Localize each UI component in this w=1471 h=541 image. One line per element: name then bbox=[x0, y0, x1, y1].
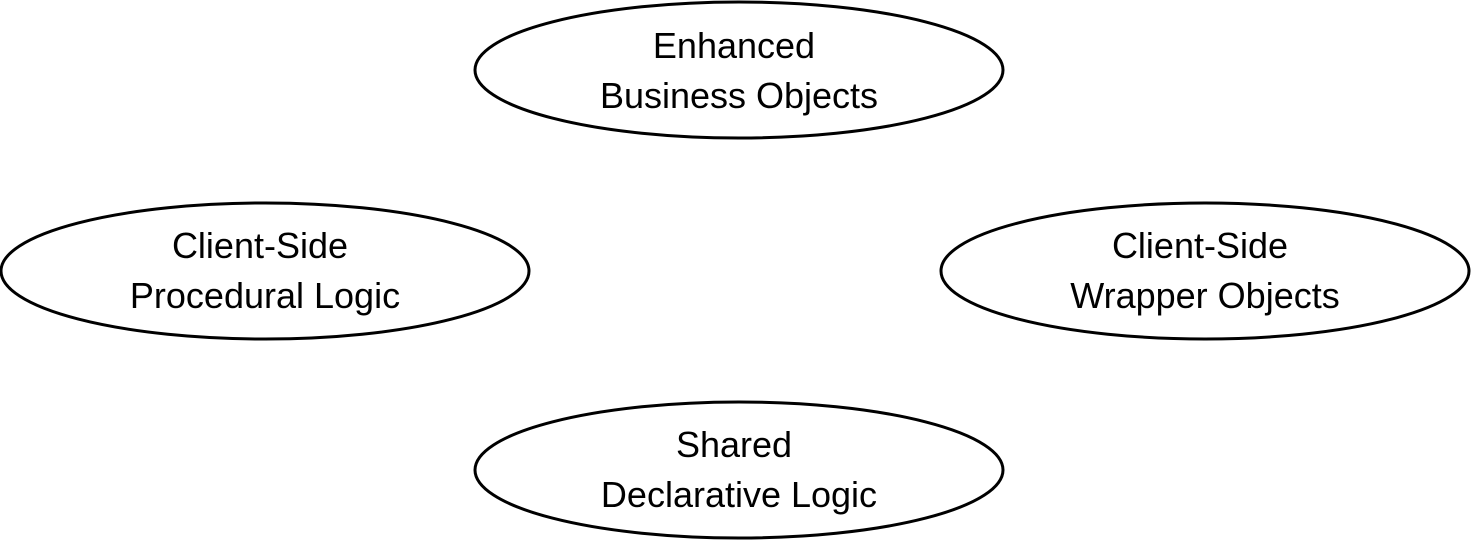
node-enhanced-business-objects: Enhanced Business Objects bbox=[473, 0, 1005, 140]
node-shared-declarative-logic-line-1: Shared bbox=[676, 424, 792, 465]
node-shared-declarative-logic-label: Shared Declarative Logic bbox=[601, 424, 877, 515]
node-client-side-wrapper-objects-line-1: Client-Side bbox=[1112, 225, 1288, 266]
node-enhanced-business-objects-label: Enhanced Business Objects bbox=[600, 25, 878, 116]
node-client-side-wrapper-objects-line-2: Wrapper Objects bbox=[1070, 275, 1339, 316]
node-shared-declarative-logic-line-2: Declarative Logic bbox=[601, 474, 877, 515]
node-shared-declarative-logic-ellipse bbox=[473, 400, 1005, 540]
node-client-side-procedural-logic-label: Client-Side Procedural Logic bbox=[130, 225, 400, 316]
node-client-side-wrapper-objects: Client-Side Wrapper Objects bbox=[939, 201, 1471, 341]
node-shared-declarative-logic: Shared Declarative Logic bbox=[473, 400, 1005, 540]
node-client-side-procedural-logic-line-2: Procedural Logic bbox=[130, 275, 400, 316]
node-client-side-procedural-logic: Client-Side Procedural Logic bbox=[0, 201, 531, 341]
node-client-side-wrapper-objects-label: Client-Side Wrapper Objects bbox=[1070, 225, 1339, 316]
node-enhanced-business-objects-line-2: Business Objects bbox=[600, 75, 878, 116]
node-enhanced-business-objects-ellipse bbox=[473, 0, 1005, 140]
node-client-side-procedural-logic-ellipse bbox=[0, 201, 531, 341]
node-enhanced-business-objects-line-1: Enhanced bbox=[653, 25, 815, 66]
node-client-side-wrapper-objects-ellipse bbox=[939, 201, 1471, 341]
node-client-side-procedural-logic-line-1: Client-Side bbox=[172, 225, 348, 266]
